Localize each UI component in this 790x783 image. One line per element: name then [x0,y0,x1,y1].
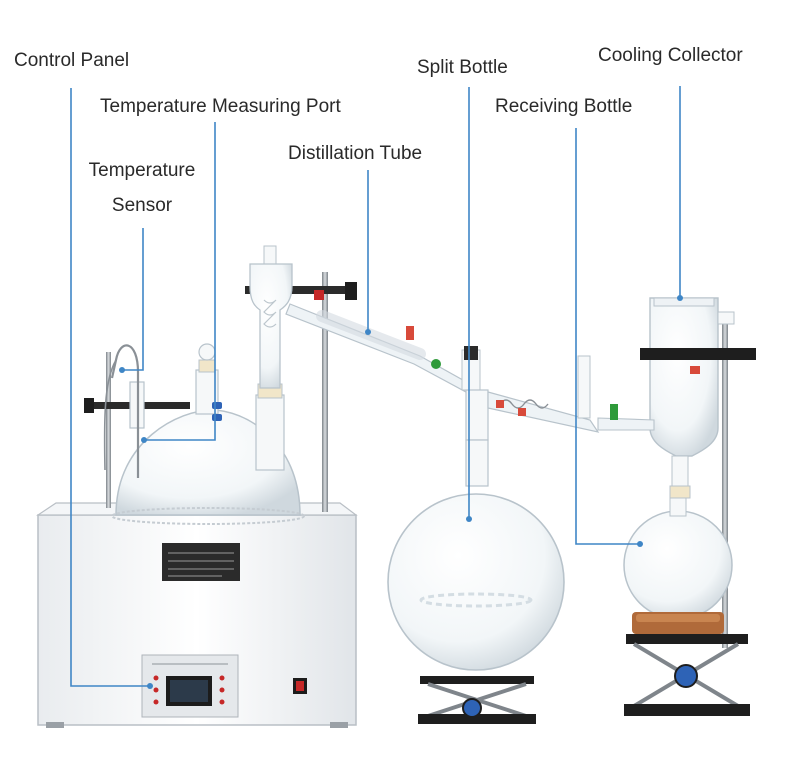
leader-lines [70,86,681,687]
receiving-bottle [623,497,733,634]
split-bottle [387,346,600,671]
leader-dots [119,295,683,689]
label-split-bottle: Split Bottle [417,57,508,78]
label-receiving-bottle: Receiving Bottle [495,96,633,117]
reflux-condenser [249,245,293,389]
label-cooling-collector: Cooling Collector [598,45,743,66]
label-temperature-measuring-port: Temperature Measuring Port [100,96,341,117]
label-control-panel: Control Panel [14,50,130,71]
control-panel[interactable] [141,654,239,718]
middle-stand [245,272,357,512]
cooling-collector [577,297,756,499]
lab-jack-right [624,634,750,716]
spec-sticker [162,543,240,581]
right-stand [722,318,728,648]
lab-jack-left [418,676,536,724]
label-temperature-sensor-line2: Sensor [111,195,173,216]
label-distillation-tube: Distillation Tube [288,143,423,164]
heating-mantle [36,502,358,728]
power-switch[interactable] [293,678,307,694]
label-temperature-sensor-line1: Temperature [88,160,196,181]
distillation-tube [285,303,471,393]
